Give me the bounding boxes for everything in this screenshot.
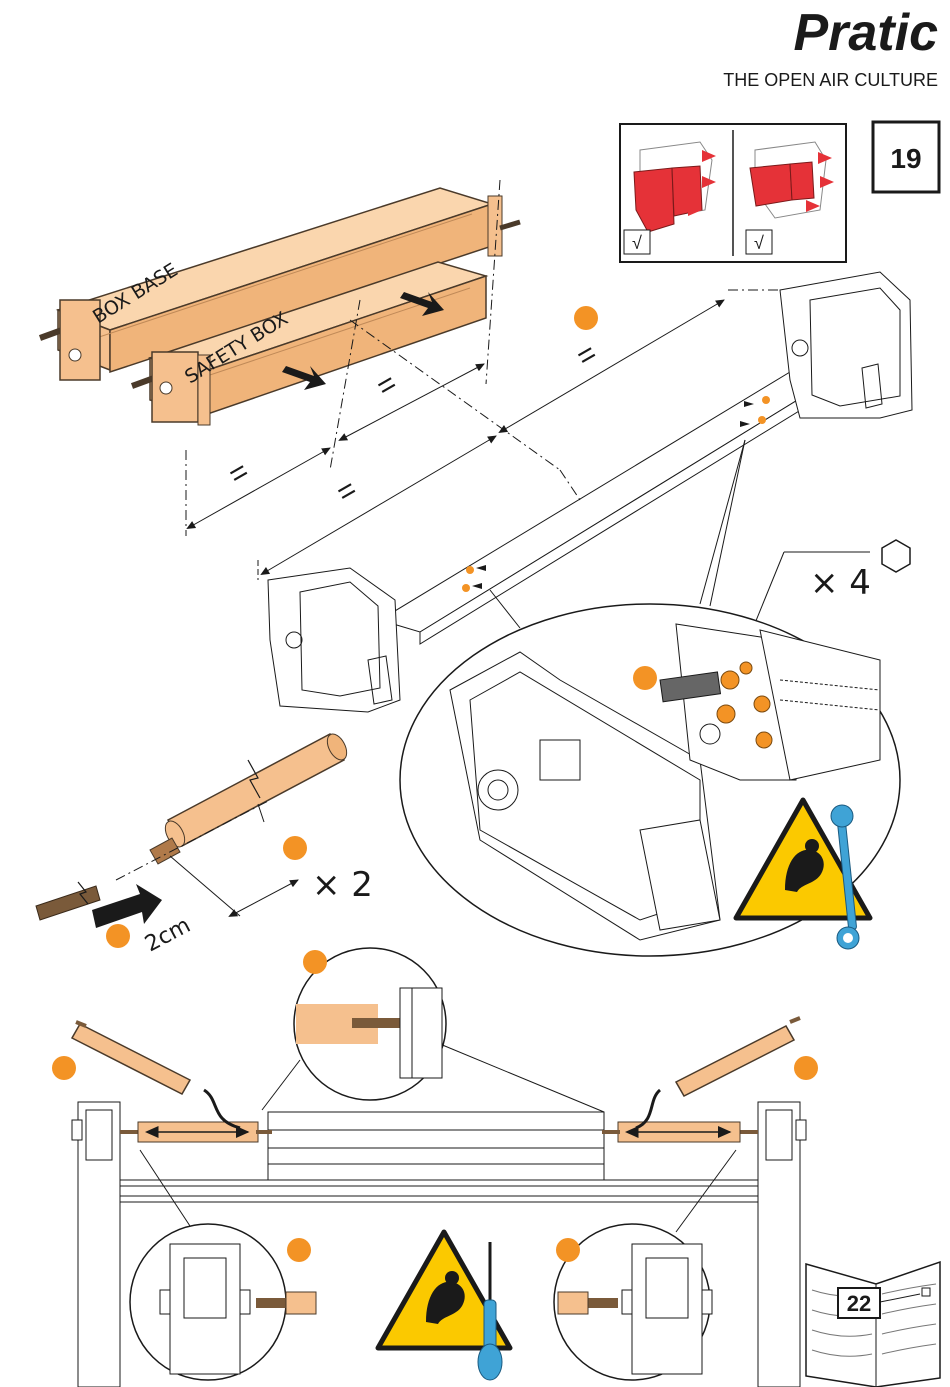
loose-tube-right (676, 1018, 800, 1096)
screw-quantity: × 4 (810, 563, 871, 603)
equal-mark: = (571, 337, 603, 374)
equal-mark: = (223, 455, 255, 492)
step-marker (283, 836, 307, 860)
brand-logo: Pratic THE OPEN AIR CULTURE (723, 4, 938, 90)
step-number: 19 (890, 143, 921, 174)
roller-quantity: × 2 (312, 865, 373, 905)
hex-nut-icon (882, 540, 910, 572)
step-marker (794, 1056, 818, 1080)
step-marker (556, 1238, 580, 1262)
equal-mark: = (331, 473, 363, 510)
push-arrow-icon (92, 884, 162, 928)
step-marker (52, 1056, 76, 1080)
roller-tube: 2cm × 2 (36, 731, 373, 957)
brand-tagline: THE OPEN AIR CULTURE (723, 70, 938, 90)
step-marker (633, 666, 657, 690)
manual-reference: 22 (806, 1262, 940, 1387)
measure-label: 2cm (141, 913, 195, 957)
loose-tube-left (72, 1022, 190, 1094)
check-mark-right: √ (754, 233, 764, 253)
step-marker (574, 306, 598, 330)
equal-mark: = (371, 367, 403, 404)
warning-force-sign-bottom (378, 1232, 510, 1380)
step-marker (106, 924, 130, 948)
step-marker (287, 1238, 311, 1262)
reference-page-number: 22 (847, 1291, 871, 1316)
check-mark-left: √ (632, 233, 642, 253)
step-marker (303, 950, 327, 974)
orientation-inset: √ √ (620, 124, 846, 262)
brand-wordmark: Pratic (793, 4, 938, 62)
step-number-box: 19 (873, 122, 939, 192)
